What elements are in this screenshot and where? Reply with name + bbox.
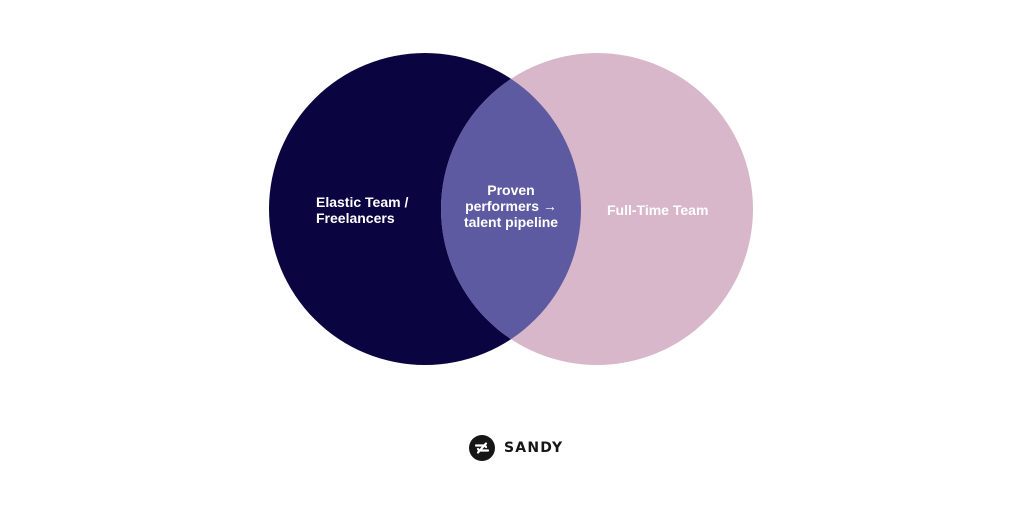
overlap-region <box>441 53 581 365</box>
overlap-label-line-3: talent pipeline <box>463 214 559 230</box>
overlap-label: Proven performers → talent pipeline <box>447 182 575 230</box>
overlap-label-line-1: Proven <box>487 182 535 198</box>
elastic-team-label: Elastic Team / Freelancers <box>316 194 436 226</box>
full-time-team-label: Full-Time Team <box>607 202 709 218</box>
sandy-logo-icon <box>469 434 495 461</box>
sandy-logo: SANDY <box>469 434 563 461</box>
overlap-label-line-2: performers → <box>465 198 557 214</box>
elastic-team-label-line-1: Elastic Team / <box>316 194 409 210</box>
sandy-logo-text: SANDY <box>504 439 564 456</box>
elastic-team-label-line-2: Freelancers <box>316 210 395 226</box>
